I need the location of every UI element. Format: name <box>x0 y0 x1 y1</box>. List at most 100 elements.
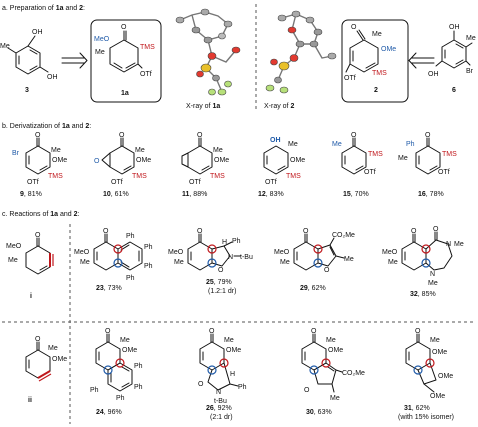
product-24-caption: 24, 96% <box>96 409 122 416</box>
meo-label: MeO <box>94 36 110 43</box>
o-label: O <box>304 387 310 394</box>
product-10: O O Me OMe TMS OTf <box>94 132 151 186</box>
o-label: O <box>197 132 203 139</box>
otf-label: OTf <box>111 179 123 186</box>
aryne-i-label: i <box>30 293 32 300</box>
me-label: Me <box>430 337 440 344</box>
meo-label: MeO <box>168 249 184 256</box>
me-label: Me <box>8 257 18 264</box>
o-label: O <box>209 328 215 335</box>
o-label: O <box>411 228 417 235</box>
n-label: N <box>446 241 451 248</box>
oh-label: OH <box>32 29 43 36</box>
tms-label: TMS <box>286 173 301 180</box>
tms-label: TMS <box>48 173 63 180</box>
product-23: O MeO Me Ph Ph Ph Ph <box>74 228 153 282</box>
aryne-ii-label: ii <box>28 397 32 404</box>
o-label: O <box>119 132 125 139</box>
o-label: O <box>218 267 224 274</box>
otf-label: OTf <box>364 169 376 176</box>
br-label: Br <box>12 150 20 157</box>
me-label: Me <box>213 147 223 154</box>
product-16-caption: 16, 78% <box>418 191 444 198</box>
xray-2-caption: X-ray of 2 <box>264 103 294 110</box>
me-label: Me <box>48 345 58 352</box>
me-label: Me <box>454 241 464 248</box>
tms-label: TMS <box>210 173 225 180</box>
o-label: O <box>35 336 41 343</box>
o-label: O <box>105 328 111 335</box>
meo-label: MeO <box>74 249 90 256</box>
compound-1a-label: 1a <box>121 90 129 97</box>
oh-label: OH <box>47 74 58 81</box>
me-label: Me <box>388 259 398 266</box>
oh-label: OH <box>270 137 281 144</box>
me-label: Me <box>80 259 90 266</box>
ome-label: OMe <box>52 157 67 164</box>
section-a-title: a. Preparation of 1a and 2: <box>2 5 85 12</box>
meo-label: MeO <box>274 249 290 256</box>
product-10-caption: 10, 61% <box>103 191 129 198</box>
co2me-label: CO₂Me <box>342 370 365 377</box>
me-label: Me <box>332 141 342 148</box>
o-label: O <box>415 328 421 335</box>
product-26-caption: 26, 92% <box>206 405 232 412</box>
me-label: Me <box>95 49 105 56</box>
ome-label: OMe <box>226 347 241 354</box>
product-9-caption: 9, 81% <box>20 191 42 198</box>
otf-label: OTf <box>140 71 152 78</box>
me-label: Me <box>288 141 298 148</box>
product-25-dr: (1.2:1 dr) <box>208 288 236 295</box>
ome-label: OMe <box>438 373 453 380</box>
ph-label: Ph <box>126 275 135 282</box>
o-label: O <box>198 381 204 388</box>
me-label: Me <box>174 259 184 266</box>
xray-1a-caption: X-ray of 1a <box>186 103 220 110</box>
me-label: Me <box>280 259 290 266</box>
ome-label: OMe <box>214 157 229 164</box>
product-30-caption: 30, 63% <box>306 409 332 416</box>
tms-label: TMS <box>442 151 457 158</box>
ph-label: Ph <box>144 263 153 270</box>
product-31-note: (with 15% isomer) <box>398 414 454 421</box>
me-label: Me <box>330 395 340 402</box>
product-26: O Me OMe O N t-Bu H Ph <box>198 328 247 405</box>
o-label: O <box>351 132 357 139</box>
ph-label: Ph <box>134 363 143 370</box>
o-label: O <box>303 228 309 235</box>
product-31: O Me OMe OMe OMe <box>405 328 453 400</box>
o-label: O <box>311 328 317 335</box>
aryne-ii: O Me OMe <box>25 336 67 382</box>
h-label: H <box>222 239 227 246</box>
ph-label: Ph <box>232 238 241 245</box>
tbu-label: t-Bu <box>214 398 227 405</box>
tms-label: TMS <box>372 70 387 77</box>
retro-arrow-right <box>408 52 435 69</box>
tbu-label: t-Bu <box>240 254 253 261</box>
me-label: Me <box>326 337 336 344</box>
o-label: O <box>35 232 41 239</box>
o-label: O <box>197 228 203 235</box>
section-c-title: c. Reactions of 1a and 2: <box>2 211 80 218</box>
h-label: H <box>230 371 235 378</box>
br-label: Br <box>466 68 474 75</box>
tms-label: TMS <box>132 173 147 180</box>
product-15: O Me TMS OTf <box>332 132 383 176</box>
product-12: OH Me OMe TMS OTf <box>263 137 305 186</box>
oh-label: OH <box>449 24 460 31</box>
ome-label: OMe <box>381 46 396 53</box>
ph-label: Ph <box>406 141 415 148</box>
oh-label: OH <box>428 71 439 78</box>
compound-6-label: 6 <box>452 87 456 94</box>
ph-label: Ph <box>144 244 153 251</box>
product-15-caption: 15, 70% <box>343 191 369 198</box>
ome-label: OMe <box>328 347 343 354</box>
n-label: N <box>228 254 233 261</box>
product-30: O Me OMe CO₂Me O Me <box>301 328 365 402</box>
ph-label: Ph <box>90 387 99 394</box>
product-24: O Me OMe Ph Ph Ph Ph <box>90 328 143 402</box>
o-label: O <box>351 24 357 31</box>
aryne-i: O MeO Me <box>6 232 54 275</box>
